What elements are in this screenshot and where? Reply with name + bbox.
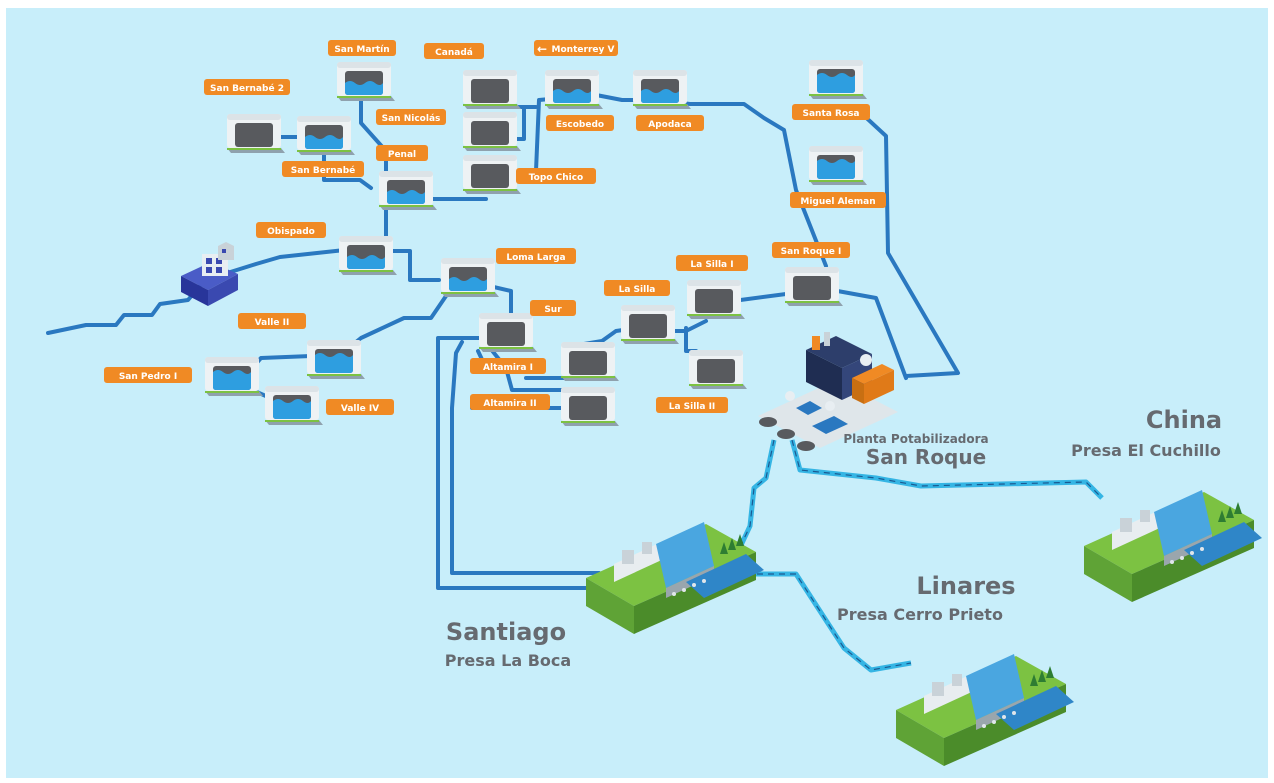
water-tank-icon bbox=[809, 146, 867, 185]
label-la-silla-i: La Silla I bbox=[676, 255, 748, 271]
label-valle-ii: Valle II bbox=[238, 313, 306, 329]
label-san-roque-i: San Roque I bbox=[772, 242, 850, 258]
svg-text:Monterrey V: Monterrey V bbox=[552, 45, 615, 55]
water-tank-icon bbox=[545, 70, 603, 109]
svg-text:San Bernabé 2: San Bernabé 2 bbox=[210, 83, 284, 94]
santiago-dam-name: Presa La Boca bbox=[445, 651, 571, 670]
label-obispado: Obispado bbox=[256, 222, 326, 238]
label-miguel-aleman: Miguel Aleman bbox=[790, 192, 886, 208]
dam-icon bbox=[896, 654, 1074, 766]
water-tank-icon bbox=[463, 155, 521, 194]
water-tank-icon bbox=[689, 350, 747, 389]
label-san-bernabe: San Bernabé bbox=[282, 161, 364, 177]
water-tank-icon bbox=[307, 340, 365, 379]
svg-text:San Martín: San Martín bbox=[334, 45, 389, 55]
svg-text:Miguel Aleman: Miguel Aleman bbox=[800, 197, 875, 207]
label-valle-iv: Valle IV bbox=[326, 399, 394, 415]
water-tank-icon bbox=[265, 386, 323, 425]
svg-text:San Roque I: San Roque I bbox=[781, 247, 842, 257]
infographic-canvas: San Martín Canadá ← Monterrey V San Berna… bbox=[6, 8, 1268, 778]
water-tank-icon bbox=[337, 62, 395, 101]
label-monterrey-v: ← Monterrey V bbox=[534, 40, 618, 56]
svg-text:Obispado: Obispado bbox=[267, 227, 315, 237]
water-tank-icon bbox=[785, 267, 843, 306]
linares-dam-name: Presa Cerro Prieto bbox=[837, 605, 1003, 624]
plant-title-line1: Planta Potabilizadora bbox=[843, 432, 988, 446]
svg-text:Loma Larga: Loma Larga bbox=[506, 253, 565, 263]
water-tank-icon bbox=[441, 258, 499, 297]
label-la-silla-ii: La Silla II bbox=[656, 397, 728, 413]
svg-text:La Silla II: La Silla II bbox=[669, 402, 716, 412]
aqueduct-network bbox=[733, 439, 1104, 673]
dam-icon bbox=[1084, 490, 1262, 602]
china-dam-name: Presa El Cuchillo bbox=[1071, 441, 1221, 460]
svg-text:La Silla: La Silla bbox=[619, 285, 656, 295]
label-san-nicolas: San Nicolás bbox=[376, 109, 446, 125]
water-tank-icon bbox=[809, 60, 867, 99]
label-altamira-ii: Altamira II bbox=[470, 394, 550, 410]
water-tank-icon bbox=[297, 116, 355, 155]
label-santa-rosa: Santa Rosa bbox=[792, 104, 870, 120]
svg-text:Topo Chico: Topo Chico bbox=[529, 173, 584, 183]
plant-title-line2: San Roque bbox=[866, 445, 986, 469]
water-tank-icon bbox=[561, 342, 619, 381]
arrow-left-icon: ← bbox=[537, 42, 547, 56]
water-tank-icon bbox=[479, 313, 537, 352]
label-canada: Canadá bbox=[424, 43, 484, 59]
svg-text:La Silla I: La Silla I bbox=[690, 260, 733, 270]
label-penal: Penal bbox=[376, 145, 428, 161]
water-tank-icon bbox=[633, 70, 691, 109]
santiago-city-title: Santiago bbox=[446, 618, 566, 646]
svg-text:Escobedo: Escobedo bbox=[556, 120, 604, 130]
svg-text:Canadá: Canadá bbox=[435, 48, 473, 58]
treatment-plant-icon bbox=[758, 332, 898, 451]
water-tank-icon bbox=[621, 305, 679, 344]
water-tank-icon bbox=[561, 387, 619, 426]
label-apodaca: Apodaca bbox=[636, 115, 704, 131]
svg-text:Apodaca: Apodaca bbox=[648, 120, 692, 130]
dam-icon bbox=[586, 522, 764, 634]
svg-text:Altamira II: Altamira II bbox=[483, 399, 536, 409]
svg-text:Valle II: Valle II bbox=[255, 318, 290, 328]
label-san-martin: San Martín bbox=[328, 40, 396, 56]
label-altamira-i: Altamira I bbox=[470, 358, 546, 374]
city-building-icon bbox=[181, 242, 238, 306]
water-tank-icon bbox=[463, 70, 521, 109]
svg-text:Santa Rosa: Santa Rosa bbox=[802, 109, 859, 119]
location-titles: Planta Potabilizadora San Roque China Pr… bbox=[445, 406, 1222, 670]
svg-text:Sur: Sur bbox=[544, 305, 562, 315]
water-tank-icon bbox=[339, 236, 397, 275]
water-tank-icon bbox=[463, 112, 521, 151]
svg-text:Altamira I: Altamira I bbox=[483, 363, 533, 373]
tank-labels: San Martín Canadá ← Monterrey V San Berna… bbox=[104, 40, 886, 415]
svg-text:Valle IV: Valle IV bbox=[341, 404, 379, 414]
svg-text:San Nicolás: San Nicolás bbox=[382, 114, 441, 124]
svg-text:San Bernabé: San Bernabé bbox=[291, 165, 356, 176]
linares-city-title: Linares bbox=[916, 572, 1015, 600]
label-topo-chico: Topo Chico bbox=[516, 168, 596, 184]
water-network-diagram: San Martín Canadá ← Monterrey V San Berna… bbox=[46, 40, 1262, 766]
label-escobedo: Escobedo bbox=[546, 115, 614, 131]
label-sur: Sur bbox=[530, 300, 576, 316]
water-tank-icon bbox=[205, 357, 263, 396]
svg-text:Penal: Penal bbox=[388, 150, 416, 160]
water-tank-icon bbox=[379, 171, 437, 210]
china-city-title: China bbox=[1146, 406, 1222, 434]
label-san-pedro-i: San Pedro I bbox=[104, 367, 192, 383]
water-tank-icon bbox=[227, 114, 285, 153]
water-tank-icon bbox=[687, 280, 745, 319]
label-san-bernabe-2: San Bernabé 2 bbox=[204, 79, 290, 95]
svg-text:San Pedro I: San Pedro I bbox=[119, 372, 177, 382]
label-la-silla: La Silla bbox=[604, 280, 670, 296]
label-loma-larga: Loma Larga bbox=[496, 248, 576, 264]
